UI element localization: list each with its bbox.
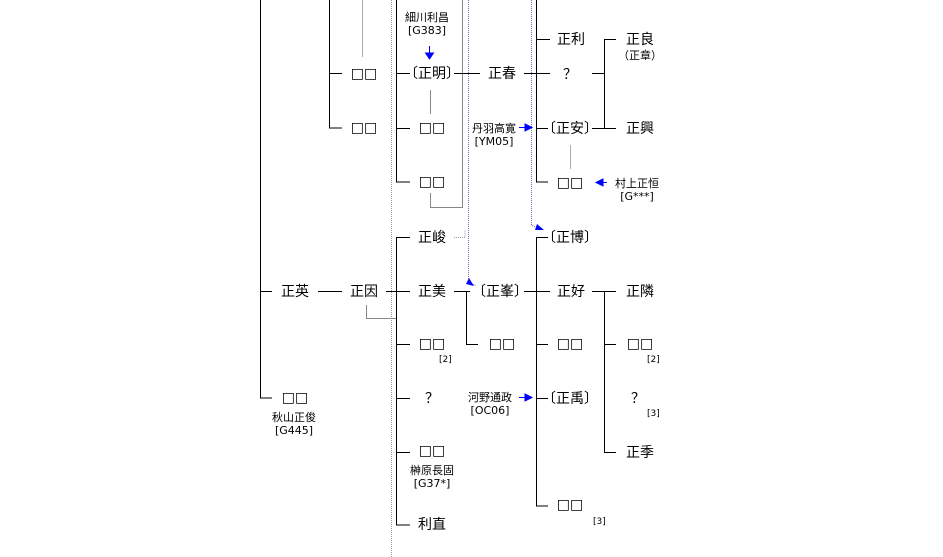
node-masaaki-alt: （正章） <box>618 49 662 62</box>
node-unknown-col3-3: □□ <box>418 336 446 352</box>
annotation-kono-name: 河野通政 <box>468 391 512 404</box>
annotation-murakami-name: 村上正恒 <box>615 177 659 190</box>
annotation-niwa: 丹羽高寛 [YM05] <box>472 122 516 148</box>
node-masahiro: 〔正博〕 <box>542 230 598 246</box>
note-3-col5: [3] <box>593 517 606 527</box>
node-unknown-col3-1: □□ <box>418 120 446 136</box>
node-masayoshi-fond: 正好 <box>557 284 585 300</box>
node-masahide: 正英 <box>281 284 309 300</box>
node-unknown-col4: □□ <box>488 336 516 352</box>
line-masayori-children <box>386 237 410 526</box>
line-masayoshi-sons <box>592 291 616 453</box>
line-masahiro-trunk <box>536 237 548 507</box>
node-unknown-akiyama: □□ <box>281 390 309 406</box>
node-masaoki: 正興 <box>626 121 654 137</box>
node-masaharu: 正春 <box>488 66 516 82</box>
dotted-line-masatoshi2 <box>454 230 466 238</box>
line-root-trunk <box>260 0 272 399</box>
node-masayoshi-good: 正良 <box>626 32 654 48</box>
arrow-dotted-b <box>466 278 474 286</box>
node-unknown-col5-bottom: □□ <box>556 497 584 513</box>
annotation-murakami: 村上正恒 [G***] <box>615 177 659 203</box>
annotation-niwa-name: 丹羽高寛 <box>472 122 516 135</box>
node-unknown-q-col5: ？ <box>563 67 577 83</box>
line-masaharu-trunk <box>536 0 550 183</box>
note-2-col6: [2] <box>647 355 660 365</box>
node-unknown-col6: □□ <box>626 336 654 352</box>
node-unknown-q-col6: ？ <box>631 391 645 407</box>
annotation-kono: 河野通政 [OC06] <box>468 391 512 417</box>
node-masamine: 〔正峯〕 <box>472 284 528 300</box>
node-masayori: 正因 <box>350 284 378 300</box>
node-unknown-col5: □□ <box>556 336 584 352</box>
annotation-niwa-ref: [YM05] <box>474 135 514 148</box>
annotation-sakakibara-ref: [G37*] <box>413 477 451 490</box>
line-masamine-down <box>466 291 478 345</box>
node-unknown-col3-2: □□ <box>418 174 446 190</box>
annotation-hosokawa-ref: [G383] <box>407 24 447 37</box>
annotation-murakami-ref: [G***] <box>620 190 654 203</box>
annotation-sakakibara: 榊原長固 [G37*] <box>410 464 454 490</box>
annotation-hosokawa-name: 細川利昌 <box>405 11 449 24</box>
note-2-col3: [2] <box>439 355 452 365</box>
arrows <box>424 46 607 402</box>
line-masatoshi-sons <box>592 39 616 129</box>
node-unknown-murakami: □□ <box>556 175 584 191</box>
annotation-kono-ref: [OC06] <box>470 404 510 417</box>
node-masatoshi2: 正峻 <box>418 230 446 246</box>
solid-connectors <box>260 0 616 526</box>
node-masaaki: 〔正明〕 <box>404 66 460 82</box>
annotation-akiyama-ref: [G445] <box>274 424 314 437</box>
line-masayori-down <box>366 305 396 319</box>
node-unknown-sakakibara: □□ <box>418 443 446 459</box>
note-3-col6: [3] <box>647 409 660 419</box>
annotation-akiyama: 秋山正俊 [G445] <box>272 411 316 437</box>
dotted-line-c <box>531 0 541 231</box>
node-toshinao: 利直 <box>418 517 446 533</box>
node-masatada: 〔正禹〕 <box>542 391 598 407</box>
node-masatoshi: 正利 <box>557 32 585 48</box>
node-masayoshi-beauty: 正美 <box>418 284 446 300</box>
line-masaaki-trunk <box>396 0 410 183</box>
node-unknown-upper-2: □□ <box>350 120 378 136</box>
node-masachika: 正隣 <box>626 284 654 300</box>
node-masasue: 正季 <box>626 445 654 461</box>
node-unknown-q-col3: ？ <box>425 391 439 407</box>
line-upper-left-trunk <box>329 0 342 129</box>
line-box-loop <box>430 0 463 208</box>
arrow-dotted-c <box>535 224 544 230</box>
node-masayasu: 〔正安〕 <box>542 121 598 137</box>
annotation-akiyama-name: 秋山正俊 <box>272 411 316 424</box>
annotation-hosokawa: 細川利昌 [G383] <box>405 11 449 37</box>
annotation-sakakibara-name: 榊原長固 <box>410 464 454 477</box>
node-unknown-upper-1: □□ <box>350 66 378 82</box>
